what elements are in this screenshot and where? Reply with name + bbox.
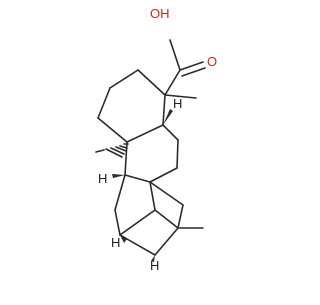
bond-c-o-double-b [181, 67, 206, 77]
bond-cage-3 [119, 234, 156, 256]
bond-ring-a-4 [97, 117, 128, 143]
bond-ring-a-3 [97, 87, 111, 119]
bond-ring-b-3 [149, 167, 178, 183]
bond-methyl-c10 [95, 149, 105, 153]
bond-cage-1 [114, 174, 126, 211]
bond-oh-c [169, 39, 181, 71]
bond-cage-4 [154, 227, 179, 256]
bond-ring-a-6 [162, 94, 166, 126]
ring-a [97, 69, 166, 143]
wedge-h-cage-1 [120, 235, 127, 243]
bond-ring-a-1 [137, 69, 166, 96]
stereo-h-label-c5: H [173, 96, 182, 111]
carboxyl-oh-label: OH [150, 6, 170, 21]
bond-cage-6 [149, 181, 184, 206]
bond-ring-b-2 [176, 139, 179, 169]
hashed-wedge-methyl-c10 [105, 143, 129, 158]
bond-cage-bridge-3 [119, 209, 156, 236]
bicyclic-cage [114, 174, 204, 256]
bond-cage-2 [114, 209, 121, 236]
bond-ring-b-4 [124, 174, 151, 183]
stereo-h-label-c9: H [98, 171, 107, 186]
bond-methyl-c4 [164, 94, 197, 99]
carboxyl-group [164, 39, 206, 96]
wedge-h-c9 [112, 174, 125, 178]
bond-ring-a-5 [126, 124, 164, 143]
wedge-h-c5 [163, 109, 173, 125]
bond-cage-5 [177, 204, 184, 229]
carbonyl-o-label: O [207, 54, 217, 69]
wedge-h-cage-2 [151, 255, 155, 262]
stereo-h-label-cage-2: H [150, 258, 159, 273]
bond-ring-a-2 [109, 69, 139, 89]
molecule-structure-diagram: OH O H H H H [95, 6, 217, 273]
stereo-h-label-cage-1: H [111, 235, 120, 250]
molecule-svg: OH O H H H H [95, 6, 217, 273]
bond-c-o-double-a [179, 61, 204, 71]
bond-carboxyl-ring [164, 69, 181, 96]
bond-cage-bridge-1 [149, 181, 156, 211]
bond-cage-bridge-2 [154, 209, 179, 229]
bond-ring-b-1 [162, 124, 179, 141]
ring-b [124, 124, 179, 183]
